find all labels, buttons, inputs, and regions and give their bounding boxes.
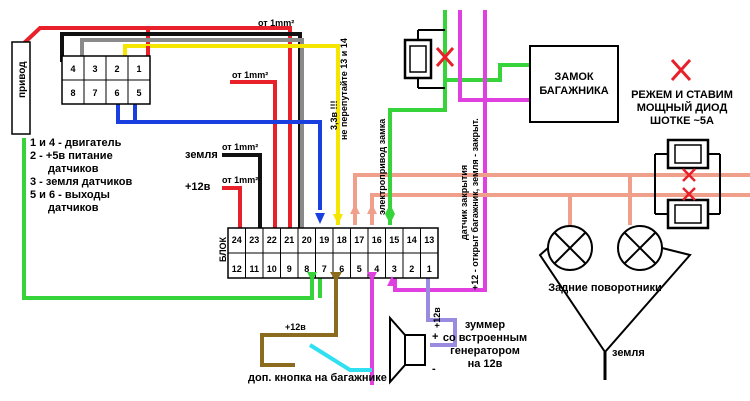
block-pin-bottom: 11: [249, 264, 259, 274]
label-gnd-word: земля: [185, 149, 218, 161]
wire-magenta: [458, 10, 530, 102]
wire-red-20: [230, 80, 277, 262]
cut-mark-icon-diode-2: [682, 187, 696, 201]
block-pin-top: 23: [249, 235, 259, 245]
act-pin-6: 6: [114, 88, 119, 98]
block-pin-top: 17: [354, 235, 364, 245]
trunk-lock-box: [529, 45, 619, 123]
label-top2: от 1mm²: [232, 70, 268, 80]
trunk-lock-line1: ЗАМОК: [554, 71, 594, 83]
note-diode-line1: РЕЖЕМ И СТАВИМ: [631, 89, 733, 101]
label-plus12-size: от 1mm²: [222, 175, 258, 185]
block-pin-bottom: 9: [287, 264, 292, 274]
wire-blue: [133, 100, 322, 210]
legend-line-2: 2 - +5в питание: [30, 150, 113, 162]
label-sensor-b: +12 - открыт багажник, земля - закрыт.: [470, 118, 480, 290]
wire-cyan: [308, 343, 372, 372]
wire-brown: [260, 270, 338, 367]
block-pin-bottom: 1: [427, 264, 432, 274]
buzzer-minus: -: [432, 363, 436, 375]
act-pin-1: 1: [136, 64, 141, 74]
block-pin-top: 13: [424, 235, 434, 245]
block-pin-bottom: 5: [357, 264, 362, 274]
buzzer-line2: со встроенным: [443, 332, 527, 344]
actuator-body: [11, 41, 31, 135]
block-pin-top: 16: [372, 235, 382, 245]
wire-salmon-2: [370, 193, 750, 225]
actuator-label: привод: [17, 61, 28, 98]
block-pin-bottom: 4: [374, 264, 379, 274]
label-gnd-size: от 1mm²: [222, 142, 258, 152]
rear-lights-label: Задние поворотники: [548, 282, 662, 294]
legend-line-5: 5 и 6 - выходы: [30, 189, 110, 201]
cut-mark-icon: [435, 47, 455, 67]
note-diode-line3: ШОТКЕ ~5A: [650, 115, 714, 127]
speaker-icon: [389, 315, 426, 385]
legend-line-3: датчиков: [48, 163, 99, 175]
block-pin-bottom: 3: [392, 264, 397, 274]
block-pin-top: 20: [302, 235, 312, 245]
wire-lavender: [426, 270, 457, 347]
label-sensor-a: датчик закрытия: [459, 165, 469, 240]
extra-button-label: доп. кнопка на багажнике: [248, 372, 387, 384]
buzzer-line3: генератором: [450, 345, 520, 357]
block-pin-bottom: 10: [267, 264, 277, 274]
act-pin-7: 7: [92, 88, 97, 98]
label-top1: от 1mm²: [258, 18, 294, 28]
block-pin-bottom: 12: [232, 264, 242, 274]
label-lock-drive: электропривод замка: [377, 118, 387, 215]
block-pin-bottom: 7: [322, 264, 327, 274]
block-pin-bottom: 6: [339, 264, 344, 274]
block-pin-top: 22: [267, 235, 277, 245]
note-voltage: 3,3в !!!: [329, 100, 339, 130]
buzzer-plus: +: [432, 331, 438, 343]
lamp-icon-left: [547, 225, 593, 271]
wire-magenta-2: [393, 10, 487, 292]
wire-blue-up: [116, 100, 135, 124]
act-pin-4: 4: [70, 64, 75, 74]
label-plus12-buzz: +12в: [432, 307, 442, 328]
block-pin-top: 15: [389, 235, 399, 245]
trunk-lock-line2: БАГАЖНИКА: [539, 85, 608, 97]
act-pin-2: 2: [114, 64, 119, 74]
wire-grey: [80, 38, 304, 258]
ground-label: земля: [612, 347, 645, 359]
cut-mark-icon-note: [670, 58, 692, 82]
block-pin-top: 24: [232, 235, 242, 245]
legend-line-1: 1 и 4 - двигатель: [30, 137, 122, 149]
block-pin-bottom: 2: [409, 264, 414, 274]
wire-black-gnd10: [222, 153, 262, 262]
legend-line-4: 3 - земля датчиков: [30, 176, 133, 188]
act-pin-3: 3: [92, 64, 97, 74]
note-warning: не перепутайте 13 и 14: [339, 38, 349, 140]
act-pin-5: 5: [136, 88, 141, 98]
lamp-icon-right: [617, 225, 663, 271]
note-diode-line2: МОЩНЫЙ ДИОД: [637, 101, 728, 114]
buzzer-line1: зуммер: [465, 319, 506, 331]
block-pin-top: 19: [319, 235, 329, 245]
block-label: БЛОК: [218, 236, 228, 262]
block-pins: 24 12 23 11 22 10 21 9 20 8 19 7 18 6 17 5 16 4 15 3 14 2 13 1: [228, 228, 438, 278]
wire-yellow: [123, 44, 340, 225]
legend-line-6: датчиков: [48, 202, 99, 214]
block-pin-top: 14: [407, 235, 417, 245]
block-pin-top: 21: [284, 235, 294, 245]
wire-green-lock: [445, 63, 530, 82]
label-plus12: +12в: [185, 181, 211, 193]
label-plus12-btn: +12в: [285, 322, 306, 332]
act-pin-8: 8: [70, 88, 75, 98]
block-pin-top: 18: [337, 235, 347, 245]
block-pin-bottom: 8: [304, 264, 309, 274]
buzzer-line4: на 12в: [468, 358, 503, 370]
wire-green-loop: [22, 138, 314, 300]
cut-mark-icon-diode-1: [682, 168, 696, 182]
